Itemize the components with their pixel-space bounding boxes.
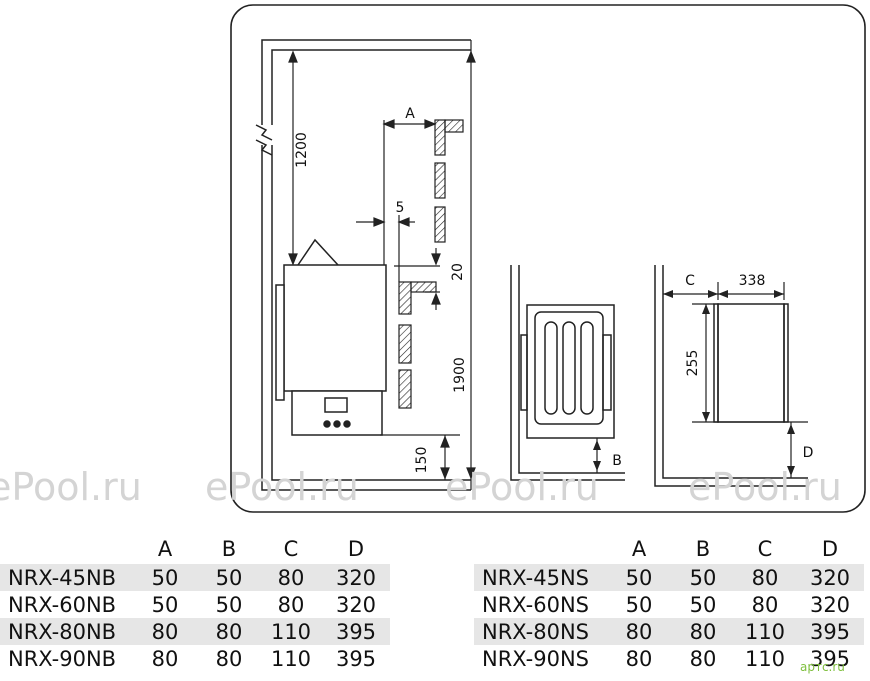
dim-255: 255 <box>685 350 701 377</box>
wall-outline <box>255 39 471 491</box>
model-cell: NRX-90NS <box>482 646 589 671</box>
table-row: NRX-90NB 80 80 110 395 <box>0 645 390 672</box>
table-header-cell: B <box>221 537 237 561</box>
table-cell: 110 <box>744 646 786 671</box>
table-header-cell <box>0 534 132 564</box>
table-header-cell: B <box>695 537 711 561</box>
table-cell: 80 <box>606 618 672 645</box>
table-cell: 50 <box>689 592 717 617</box>
table-cell: 50 <box>151 592 179 617</box>
model-cell: NRX-80NS <box>474 618 606 645</box>
table-cell: 80 <box>751 592 779 617</box>
corner-view <box>654 265 808 487</box>
table-header-cell: C <box>283 537 299 561</box>
watermark-text-2: ePool.ru <box>205 465 359 509</box>
table-cell: 50 <box>215 592 243 617</box>
table-cell: 110 <box>734 618 796 645</box>
model-cell: NRX-80NB <box>0 618 132 645</box>
table-header-row: A B C D <box>0 534 390 564</box>
installation-diagram: 1200 A 5 20 1900 150 B C 338 255 D ePool… <box>0 4 866 513</box>
table-cell: 80 <box>734 564 796 591</box>
model-cell: NRX-60NB <box>8 592 117 617</box>
table-cell: 50 <box>198 564 260 591</box>
table-header-cell: D <box>347 537 365 561</box>
heater-top-view <box>510 265 625 481</box>
table-cell: 110 <box>270 646 312 671</box>
table-header-cell: D <box>821 537 839 561</box>
diagram-frame <box>230 4 866 513</box>
table-row: NRX-60NS 50 50 80 320 <box>474 591 864 618</box>
watermark: ePool.ru ePool.ru ePool.ru ePool.ru <box>0 465 842 509</box>
table-cell: 320 <box>322 564 390 591</box>
ns-dimensions-table: A B C D NRX-45NS 50 50 80 320 NRX-60NS 5… <box>474 534 864 672</box>
table-cell: 80 <box>260 564 322 591</box>
table-header-cell <box>474 534 606 564</box>
dimension-lines <box>288 40 476 490</box>
dim-1200: 1200 <box>294 132 310 168</box>
table-header-cell: A <box>631 537 647 561</box>
table-row: NRX-90NS 80 80 110 395 <box>474 645 864 672</box>
dim-d: D <box>803 445 814 461</box>
heater-side-view <box>275 238 387 436</box>
table-cell: 320 <box>335 592 377 617</box>
table-cell: 395 <box>796 618 864 645</box>
table-cell: 50 <box>606 564 672 591</box>
table-header-cell: C <box>757 537 773 561</box>
table-cell: 110 <box>260 618 322 645</box>
dim-338: 338 <box>739 273 766 289</box>
table-cell: 80 <box>198 618 260 645</box>
dim-c: C <box>685 273 695 289</box>
dim-1900: 1900 <box>452 357 468 393</box>
nb-dimensions-table: A B C D NRX-45NB 50 50 80 320 NRX-60NB 5… <box>0 534 390 672</box>
safety-rail <box>398 119 464 409</box>
table-cell: 80 <box>215 646 243 671</box>
table-cell: 320 <box>809 592 851 617</box>
model-cell: NRX-45NS <box>474 564 606 591</box>
table-cell: 80 <box>277 592 305 617</box>
watermark-text-4: ePool.ru <box>688 465 842 509</box>
watermark-text-1: ePool.ru <box>0 465 142 509</box>
table-header-row: A B C D <box>474 534 864 564</box>
dimension-labels: 1200 A 5 20 1900 150 B C 338 255 D <box>294 106 813 473</box>
model-cell: NRX-45NB <box>0 564 132 591</box>
table-row: NRX-45NS 50 50 80 320 <box>474 564 864 591</box>
table-cell: 50 <box>132 564 198 591</box>
table-row: NRX-60NB 50 50 80 320 <box>0 591 390 618</box>
table-cell: 80 <box>625 646 653 671</box>
table-cell: 80 <box>151 646 179 671</box>
dim-5: 5 <box>396 200 405 216</box>
dim-a: A <box>405 106 415 122</box>
table-cell: 395 <box>335 646 377 671</box>
model-cell: NRX-90NB <box>8 646 117 671</box>
table-cell: 80 <box>689 646 717 671</box>
dim-20: 20 <box>450 263 466 281</box>
dim-150: 150 <box>414 447 430 474</box>
table-cell: 50 <box>672 564 734 591</box>
table-cell: 320 <box>796 564 864 591</box>
table-row: NRX-80NB 80 80 110 395 <box>0 618 390 645</box>
brand-logo: артс.ru <box>800 660 845 674</box>
table-row: NRX-45NB 50 50 80 320 <box>0 564 390 591</box>
dim-b: B <box>612 453 622 469</box>
table-cell: 80 <box>132 618 198 645</box>
table-header-cell: A <box>157 537 173 561</box>
table-cell: 80 <box>672 618 734 645</box>
table-cell: 395 <box>809 646 851 671</box>
watermark-text-3: ePool.ru <box>445 465 599 509</box>
model-cell: NRX-60NS <box>482 592 589 617</box>
table-cell: 395 <box>322 618 390 645</box>
table-row: NRX-80NS 80 80 110 395 <box>474 618 864 645</box>
table-cell: 50 <box>625 592 653 617</box>
